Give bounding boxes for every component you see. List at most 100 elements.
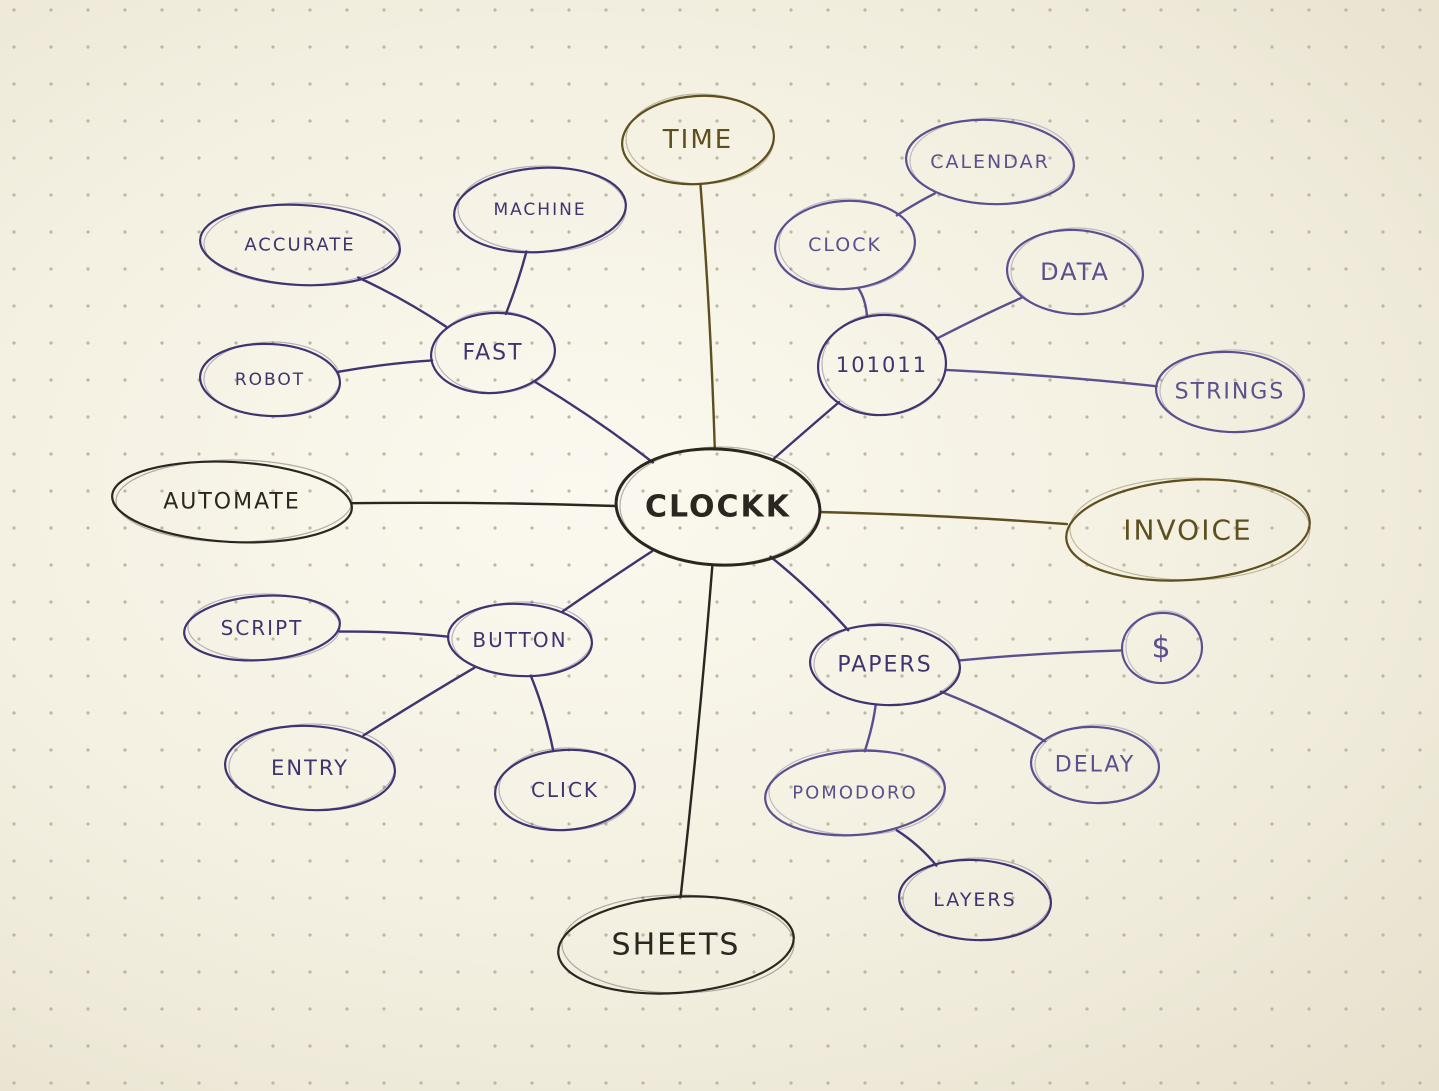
grid-dot xyxy=(234,1044,238,1048)
grid-dot xyxy=(974,156,978,160)
grid-dot xyxy=(493,415,497,419)
grid-dot xyxy=(234,230,238,234)
grid-dot xyxy=(530,230,534,234)
grid-dot xyxy=(49,563,53,567)
grid-dot xyxy=(1011,452,1015,456)
grid-dot xyxy=(308,785,312,789)
grid-dot xyxy=(604,674,608,678)
edge-button-entry xyxy=(362,666,476,737)
grid-dot xyxy=(863,896,867,900)
grid-dot xyxy=(604,341,608,345)
grid-dot xyxy=(1233,304,1237,308)
grid-dot xyxy=(493,378,497,382)
grid-dot xyxy=(123,452,127,456)
grid-dot xyxy=(123,674,127,678)
grid-dot xyxy=(678,119,682,123)
grid-dot xyxy=(234,933,238,937)
grid-dot xyxy=(1381,674,1385,678)
grid-dot xyxy=(1270,600,1274,604)
grid-dot xyxy=(974,748,978,752)
grid-dot xyxy=(493,82,497,86)
grid-dot xyxy=(641,859,645,863)
node-time-label: TIME xyxy=(662,125,733,155)
grid-dot xyxy=(1011,304,1015,308)
grid-dot xyxy=(1011,1081,1015,1085)
grid-dot xyxy=(1048,304,1052,308)
grid-dot xyxy=(530,896,534,900)
grid-dot xyxy=(49,1007,53,1011)
grid-dot xyxy=(863,452,867,456)
grid-dot xyxy=(1344,45,1348,49)
grid-dot xyxy=(49,415,53,419)
grid-dot xyxy=(308,1007,312,1011)
grid-dot xyxy=(382,1081,386,1085)
grid-dot xyxy=(715,82,719,86)
grid-dot xyxy=(715,230,719,234)
grid-dot xyxy=(308,267,312,271)
grid-dot xyxy=(752,341,756,345)
grid-dot xyxy=(789,230,793,234)
node-entry-bubble-sketch xyxy=(228,723,396,811)
grid-dot xyxy=(86,859,90,863)
grid-dot xyxy=(1344,600,1348,604)
node-data-bubble-sketch xyxy=(1010,227,1144,315)
grid-dot xyxy=(1085,193,1089,197)
grid-dot xyxy=(715,156,719,160)
grid-dot xyxy=(234,452,238,456)
grid-dot xyxy=(974,267,978,271)
grid-dot xyxy=(604,119,608,123)
grid-dot xyxy=(1085,1007,1089,1011)
grid-dot xyxy=(1381,785,1385,789)
node-papers-bubble xyxy=(808,623,962,707)
grid-dot xyxy=(1011,82,1015,86)
grid-dot xyxy=(1307,341,1311,345)
grid-dot xyxy=(641,8,645,12)
grid-dot xyxy=(197,526,201,530)
grid-dot xyxy=(530,822,534,826)
edge-button-click xyxy=(529,674,555,752)
grid-dot xyxy=(604,1044,608,1048)
grid-dot xyxy=(234,8,238,12)
node-sheets-bubble xyxy=(557,895,795,995)
grid-dot xyxy=(1085,526,1089,530)
grid-dot xyxy=(1011,896,1015,900)
grid-dot xyxy=(1048,1044,1052,1048)
node-accurate-bubble xyxy=(199,203,401,287)
edge-clockk-sheets xyxy=(679,563,714,899)
grid-dot xyxy=(1048,563,1052,567)
grid-dot xyxy=(160,859,164,863)
grid-dot xyxy=(1381,452,1385,456)
grid-dot xyxy=(123,637,127,641)
grid-dot xyxy=(345,193,349,197)
grid-dot xyxy=(345,896,349,900)
grid-dot xyxy=(1307,1081,1311,1085)
grid-dot xyxy=(197,489,201,493)
grid-dot xyxy=(197,304,201,308)
node-strings-bubble xyxy=(1154,350,1306,434)
grid-dot xyxy=(1048,45,1052,49)
node-accurate-label: ACCURATE xyxy=(244,235,355,256)
grid-dot xyxy=(937,304,941,308)
grid-dot xyxy=(345,785,349,789)
grid-dot xyxy=(1418,600,1422,604)
grid-dot xyxy=(197,341,201,345)
grid-dot xyxy=(1048,526,1052,530)
grid-dot xyxy=(1085,82,1089,86)
grid-dot xyxy=(345,8,349,12)
grid-dot xyxy=(456,267,460,271)
grid-dot xyxy=(234,1007,238,1011)
grid-dot xyxy=(456,859,460,863)
grid-dot xyxy=(752,193,756,197)
grid-dot xyxy=(1048,489,1052,493)
grid-dot xyxy=(456,600,460,604)
grid-dot xyxy=(641,1044,645,1048)
grid-dot xyxy=(567,1007,571,1011)
grid-dot xyxy=(123,415,127,419)
node-automate-label: AUTOMATE xyxy=(163,490,301,515)
node-robot-bubble xyxy=(198,342,342,418)
node-layers-label: LAYERS xyxy=(933,889,1016,911)
grid-dot xyxy=(123,82,127,86)
grid-dot xyxy=(974,896,978,900)
grid-dot xyxy=(1048,1007,1052,1011)
grid-dot xyxy=(1307,637,1311,641)
